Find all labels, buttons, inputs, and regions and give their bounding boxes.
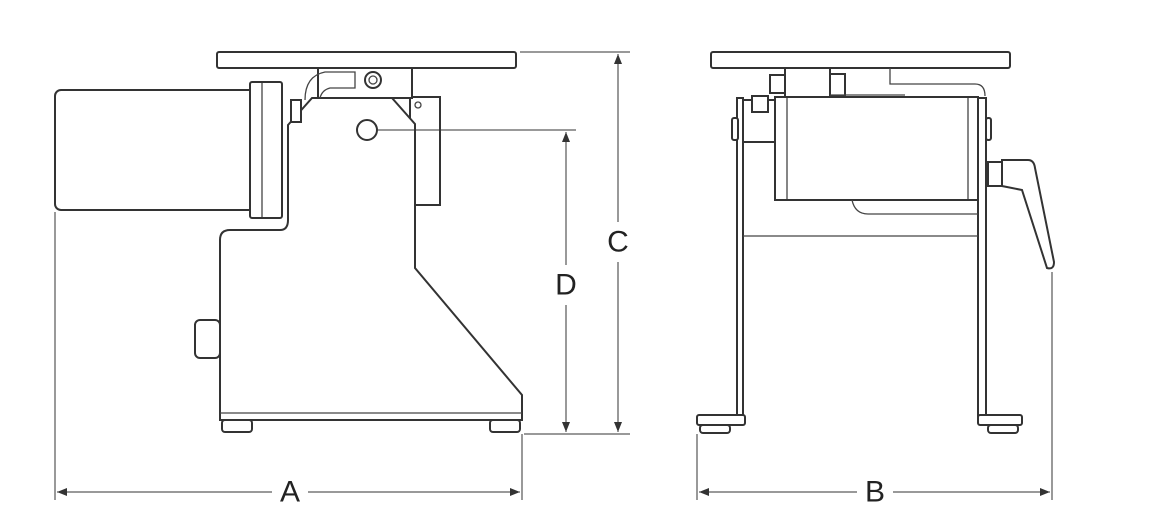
leg-left	[736, 97, 744, 419]
dimension-label-b: B	[865, 476, 885, 509]
top-plate	[710, 51, 1011, 69]
dimension-label-a: A	[280, 476, 300, 509]
body	[219, 97, 523, 421]
motor	[54, 89, 256, 211]
dimension-label-d: D	[555, 269, 577, 302]
front-view	[696, 51, 1056, 434]
foot	[699, 424, 731, 434]
pivot-hole	[356, 119, 378, 141]
leg-right	[977, 97, 987, 419]
housing	[774, 96, 979, 201]
dimension-label-c: C	[607, 226, 629, 259]
motor-flange	[249, 81, 283, 219]
foot	[489, 419, 521, 433]
foot	[987, 424, 1019, 434]
foot	[221, 419, 253, 433]
top-plate	[216, 51, 517, 69]
dimension-lines	[54, 51, 1053, 500]
knob	[194, 319, 221, 359]
side-view	[54, 51, 523, 433]
clamp-handle	[1001, 159, 1056, 270]
nut-icon	[364, 71, 382, 89]
base-plate	[977, 414, 1023, 426]
base-plate	[696, 414, 746, 426]
